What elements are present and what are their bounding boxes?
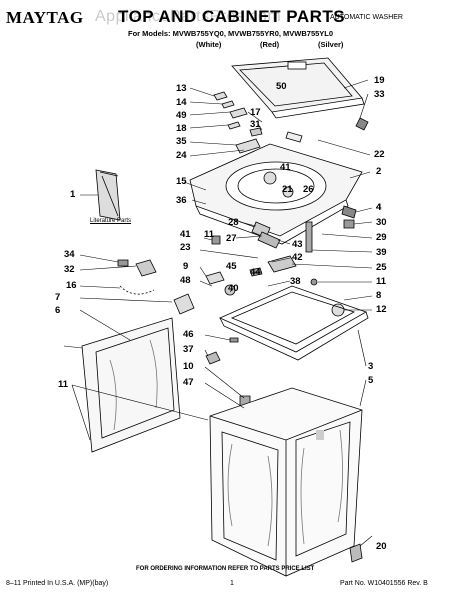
callout: 3: [368, 361, 374, 372]
callout: 11: [376, 276, 387, 287]
literature-book-drawing: [95, 169, 121, 221]
callout: 12: [376, 304, 387, 315]
callout: 38: [290, 276, 301, 287]
callout: 36: [176, 195, 187, 206]
callout: 16: [66, 280, 77, 291]
brand-logo: MAYTAG: [6, 8, 84, 27]
literature-label: Literature Parts: [90, 218, 132, 224]
side-panel-drawing: [81, 317, 181, 453]
callout: 9: [183, 261, 189, 272]
callout: 41: [180, 229, 191, 240]
callout: 11: [58, 379, 69, 390]
callout: 40: [228, 283, 239, 294]
color-silver: (Silver): [318, 40, 344, 49]
color-white: (White): [196, 40, 222, 49]
callout: 7: [55, 292, 61, 303]
callout: 6: [55, 305, 61, 316]
callout: 33: [374, 89, 385, 100]
callout: 31: [250, 119, 261, 130]
callout: 49: [176, 110, 187, 121]
watermark-text: AppliancePartsPros.com: [95, 8, 282, 25]
callout: 15: [176, 176, 187, 187]
callout: 18: [176, 123, 187, 134]
product-type: AUTOMATIC WASHER: [330, 14, 403, 21]
callout: 28: [228, 217, 239, 228]
callout: 26: [303, 184, 314, 195]
callout: 39: [376, 247, 387, 258]
callout: 43: [292, 239, 303, 250]
callout: 44: [250, 267, 261, 278]
cabinet-drawing: [209, 387, 363, 577]
page-title: TOP AND CABINET PARTS: [118, 7, 346, 26]
print-info: 8–11 Printed In U.S.A. (MP)(bay): [6, 580, 109, 587]
callout: 8: [376, 290, 382, 301]
callout: 34: [64, 249, 75, 260]
callout: 5: [368, 375, 374, 386]
callout: 4: [376, 202, 382, 213]
callout: 42: [292, 252, 303, 263]
callout: 17: [250, 107, 261, 118]
callout: 29: [376, 232, 387, 243]
callout: 47: [183, 377, 194, 388]
callout: 35: [176, 136, 187, 147]
callout: 21: [282, 184, 293, 195]
callout: 25: [376, 262, 387, 273]
model-numbers: For Models: MVWB755YQ0, MVWB755YR0, MVWB…: [128, 29, 334, 38]
leader-lines: [63, 79, 373, 547]
part-number: Part No. W10401556 Rev. B: [340, 580, 428, 587]
callout: 23: [180, 242, 191, 253]
callout: 19: [374, 75, 385, 86]
callout: 11: [204, 229, 215, 240]
color-red: (Red): [260, 40, 280, 49]
callout: 27: [226, 233, 237, 244]
callout: 13: [176, 83, 187, 94]
callout: 22: [374, 149, 385, 160]
callout: 46: [183, 329, 194, 340]
callout: 10: [183, 361, 194, 372]
callout: 48: [180, 275, 191, 286]
callout: 37: [183, 344, 194, 355]
callout: 50: [276, 81, 287, 92]
hinge-parts: [213, 91, 369, 154]
top-frame-drawing: [219, 285, 369, 361]
callout: 4: [376, 202, 382, 213]
callout: 41: [280, 162, 291, 173]
callout: 24: [176, 150, 187, 161]
ordering-note: FOR ORDERING INFORMATION REFER TO PARTS …: [136, 566, 315, 572]
callout: 45: [226, 261, 237, 272]
callout: 20: [376, 541, 387, 552]
page-number: 1: [230, 580, 234, 587]
callout: 2: [376, 166, 382, 177]
mid-parts: [117, 205, 357, 317]
top-panel-drawing: [189, 143, 363, 245]
callout: 1: [70, 189, 76, 200]
callout: 32: [64, 264, 75, 275]
callout: 14: [176, 97, 187, 108]
callout: 30: [376, 217, 387, 228]
lid-drawing: [231, 57, 365, 119]
